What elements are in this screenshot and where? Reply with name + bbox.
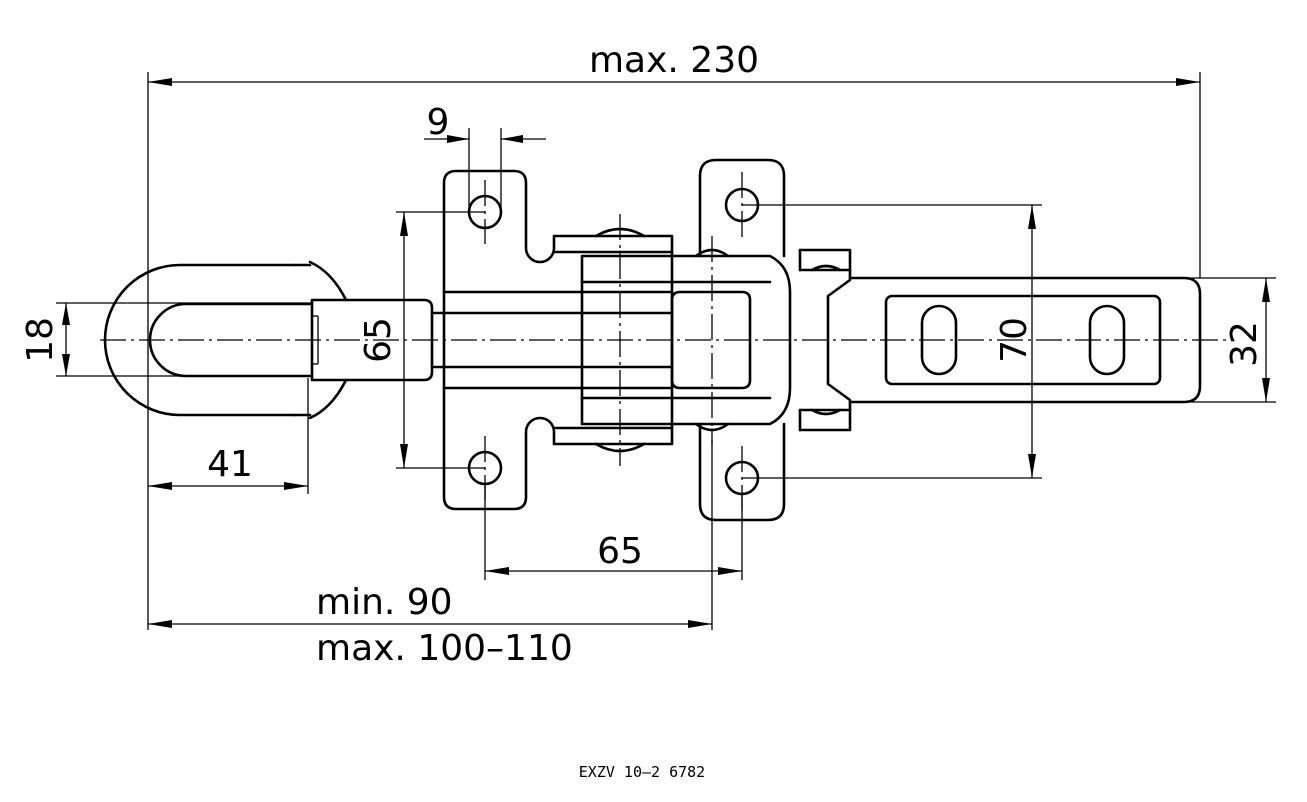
- dim-base-width: 65: [358, 317, 399, 363]
- dim-min-length: min. 90: [316, 582, 453, 623]
- dim-hole-offset: 9: [427, 102, 450, 143]
- dimension-labels: max. 230 9 18 65 41 65 70 32 min. 90 max…: [20, 40, 1265, 669]
- plunger-housing: [580, 254, 792, 426]
- dim-hook-width: 32: [1224, 321, 1265, 367]
- dim-hook-hole-spacing: 70: [994, 317, 1035, 363]
- plunger-rod: [430, 311, 674, 369]
- dim-handle-width: 18: [20, 317, 61, 363]
- centerlines: [100, 172, 1232, 512]
- dim-max-length: max. 100–110: [316, 628, 573, 669]
- dim-overall-length: max. 230: [589, 40, 759, 81]
- dim-hole-spacing: 65: [597, 531, 643, 572]
- dimension-lines: [56, 72, 1276, 630]
- drawing-code: EXZV 10–2 6782: [579, 763, 705, 781]
- dim-handle-length: 41: [207, 444, 253, 485]
- base-plate: [442, 169, 674, 511]
